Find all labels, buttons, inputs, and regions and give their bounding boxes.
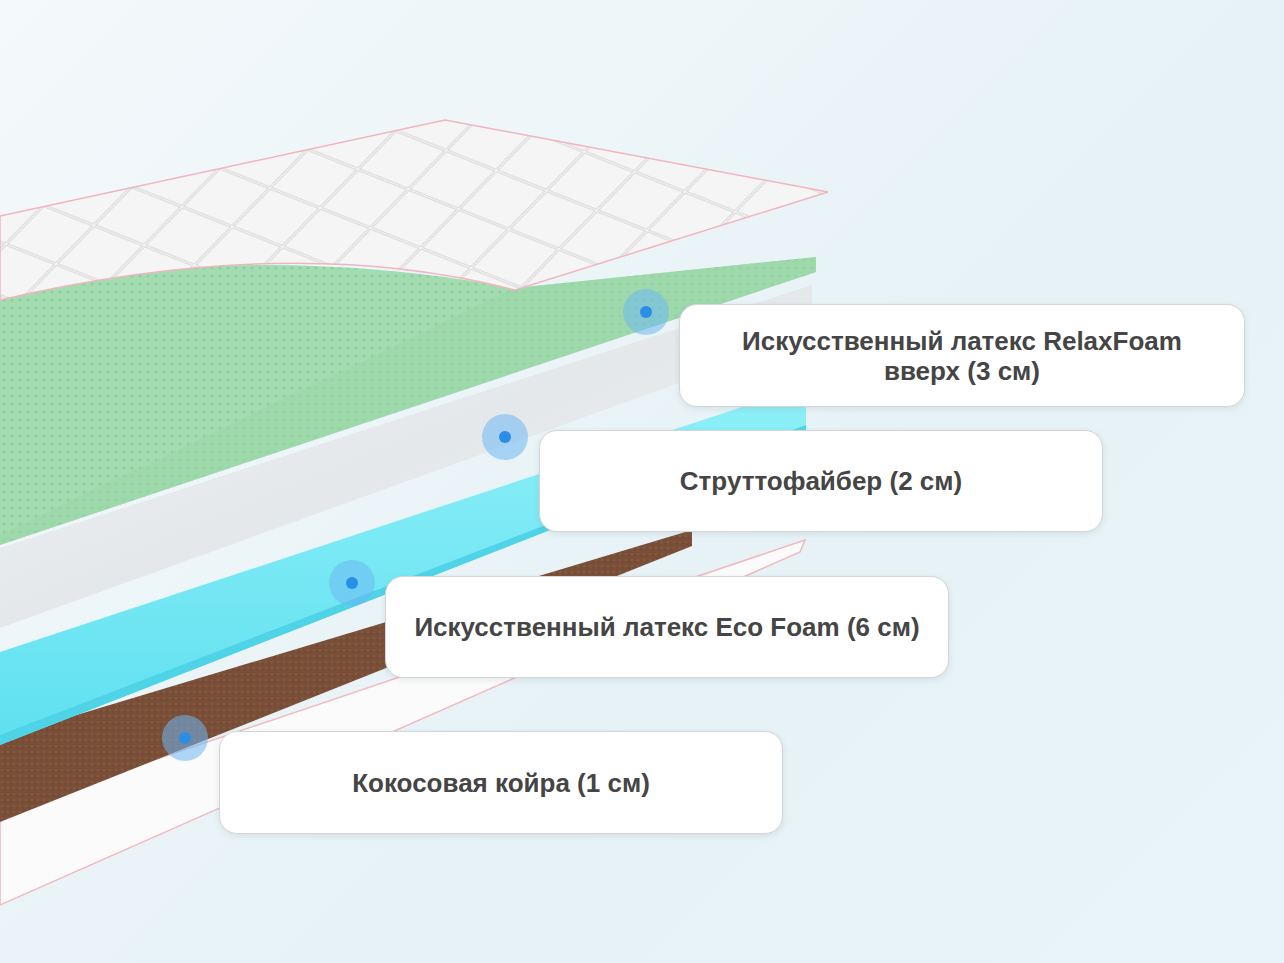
callout-box: Кокосовая койра (1 см) [219,731,783,834]
callout-label: Искусственный латекс Eco Foam (6 см) [414,612,919,642]
callout-label: Кокосовая койра (1 см) [352,768,650,798]
callout-label: Искусственный латекс RelaxFoam вверх (3 … [704,326,1220,386]
callout-box: Искусственный латекс Eco Foam (6 см) [385,576,949,678]
callout-label: Струттофайбер (2 см) [680,466,962,496]
callout-box: Струттофайбер (2 см) [539,430,1103,532]
top-cover [0,120,828,300]
callout-box: Искусственный латекс RelaxFoam вверх (3 … [679,304,1245,407]
